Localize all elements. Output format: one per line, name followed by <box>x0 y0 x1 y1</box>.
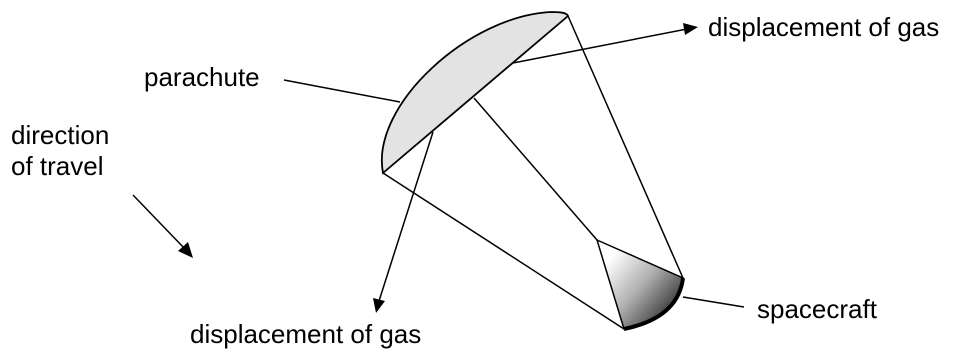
suspension-line-left <box>382 172 625 330</box>
spacecraft-heat-shield <box>623 277 685 331</box>
parachute-leader-line <box>283 79 401 103</box>
parachute-label: parachute <box>144 62 260 92</box>
direction-of-travel-label-line-1: direction <box>11 120 110 150</box>
suspension-lines <box>382 15 684 330</box>
spacecraft-capsule <box>595 238 684 330</box>
parachute-canopy <box>380 11 570 175</box>
gas-displacement-arrow-top <box>512 23 698 64</box>
gas-displacement-label-bottom: displacement of gas <box>190 319 422 349</box>
gas-displacement-label-top: displacement of gas <box>708 12 940 42</box>
direction-of-travel-arrow <box>132 194 193 258</box>
spacecraft-leader-line <box>682 296 745 308</box>
direction-of-travel-label-line-2: of travel <box>11 151 104 181</box>
spacecraft-label: spacecraft <box>757 294 877 324</box>
suspension-line-center <box>473 97 598 241</box>
suspension-line-right <box>567 15 684 279</box>
gas-displacement-arrow-bottom <box>373 131 434 313</box>
